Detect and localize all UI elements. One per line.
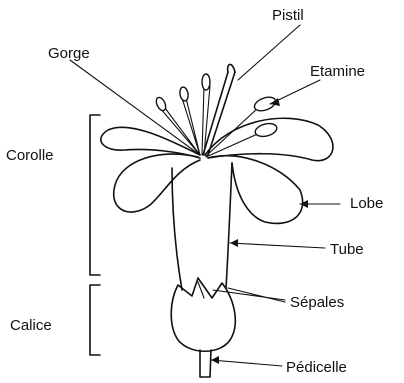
bracket-calice [90,285,100,355]
corolla-tube [172,163,232,290]
anther-1 [154,96,167,112]
leader-pistil [238,25,300,80]
anther-2 [179,86,189,101]
label-etamine: Etamine [310,63,365,80]
label-sepales: Sépales [290,294,344,311]
label-pistil: Pistil [272,7,304,24]
bracket-corolle [90,115,100,275]
label-tube: Tube [330,241,364,258]
arrow-lobe [300,200,308,208]
arrow-tube [230,239,238,247]
label-corolle: Corolle [6,147,54,164]
petal-left-back [101,127,200,158]
leader-tube [230,243,325,248]
leader-sepales-2 [228,288,285,302]
pedicel [200,350,211,377]
pistil-stigma [228,64,235,72]
label-gorge: Gorge [48,45,90,62]
petal-left-front [114,154,200,212]
label-lobe: Lobe [350,195,383,212]
anther-5 [254,121,278,138]
calyx [171,278,235,351]
label-calice: Calice [10,317,52,334]
label-pedicelle: Pédicelle [286,359,347,376]
anther-3 [202,74,210,90]
leader-sepales-1 [213,290,285,300]
arrow-pedicelle [211,356,219,364]
leader-pedicelle [211,360,282,366]
lobe-right [208,156,303,224]
